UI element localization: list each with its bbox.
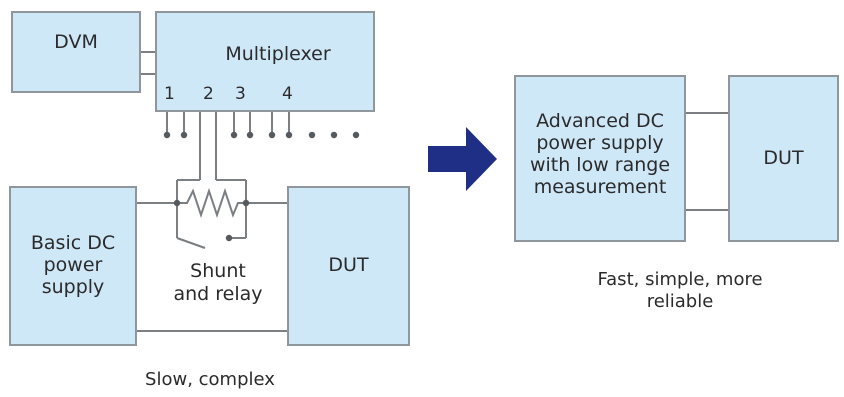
dvm-label: DVM bbox=[54, 31, 98, 53]
basic-supply-line-3: supply bbox=[41, 276, 105, 298]
advanced-line-1: Advanced DC bbox=[536, 110, 664, 132]
shunt-resistor bbox=[177, 187, 246, 219]
dut-left-label: DUT bbox=[328, 254, 369, 276]
dvm-box: DVM bbox=[11, 11, 141, 93]
right-caption-line-2: reliable bbox=[646, 291, 714, 312]
basic-supply-line-2: power bbox=[43, 254, 103, 276]
shunt-label-line-2: and relay bbox=[173, 283, 263, 305]
relay-switch-arm bbox=[176, 237, 206, 249]
basic-supply-line-1: Basic DC bbox=[30, 232, 116, 254]
advanced-line-4: measurement bbox=[533, 176, 667, 198]
arrow-right-icon bbox=[428, 127, 497, 191]
dut-box-left: DUT bbox=[287, 186, 410, 346]
shunt-label-line-1: Shunt bbox=[190, 260, 246, 282]
multiplexer-box: Multiplexer 1 2 3 4 bbox=[155, 11, 375, 112]
advanced-dc-supply-box: Advanced DC power supply with low range … bbox=[514, 75, 686, 242]
dut-box-right: DUT bbox=[728, 75, 839, 242]
left-caption: Slow, complex bbox=[145, 369, 275, 390]
advanced-line-3: with low range bbox=[529, 154, 671, 176]
dut-right-label: DUT bbox=[763, 147, 804, 169]
basic-dc-supply-box: Basic DC power supply bbox=[9, 186, 137, 346]
advanced-line-2: power supply bbox=[536, 132, 664, 154]
channel-4-label: 4 bbox=[282, 84, 293, 104]
channel-3-label: 3 bbox=[235, 84, 246, 104]
right-caption-line-1: Fast, simple, more bbox=[597, 269, 763, 290]
channel-2-label: 2 bbox=[203, 84, 214, 104]
channel-1-label: 1 bbox=[164, 84, 175, 104]
multiplexer-label: Multiplexer bbox=[225, 43, 331, 65]
